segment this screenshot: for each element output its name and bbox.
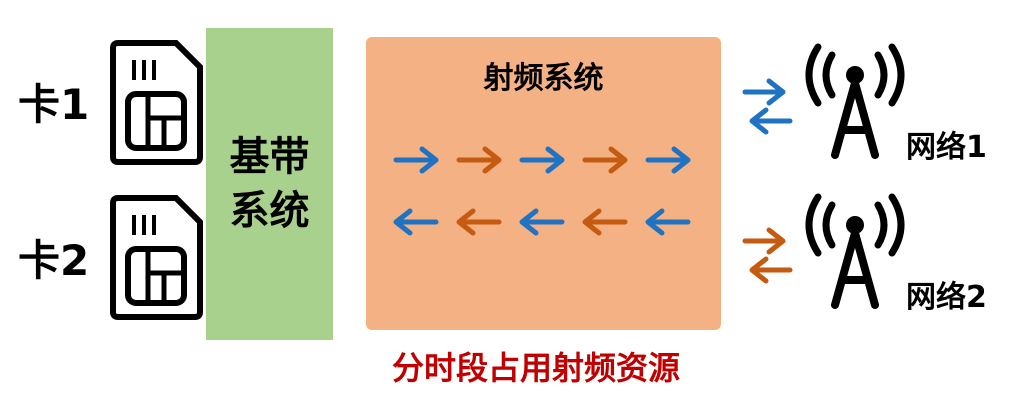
network-2-label: 网络2: [906, 280, 987, 315]
sim-card-2-icon: [110, 195, 203, 320]
arrow-right-icon: [456, 146, 502, 174]
rf-arrows-right: [393, 146, 691, 174]
card-2-label: 卡2: [18, 236, 90, 285]
baseband-label: 基带 系统: [206, 28, 333, 340]
rf-arrows-left: [393, 208, 691, 236]
rf-system-block: 射频系统: [366, 37, 721, 330]
arrow-left-icon: [582, 208, 628, 236]
network-1-label: 网络1: [906, 130, 987, 165]
arrow-left-icon: [456, 208, 502, 236]
arrow-right-icon: [742, 78, 786, 106]
card-1-label: 卡1: [18, 80, 90, 129]
arrow-left-icon: [519, 208, 565, 236]
arrow-left-icon: [749, 256, 793, 284]
arrow-right-icon: [582, 146, 628, 174]
sim-card-1-icon: [110, 40, 203, 165]
arrow-right-icon: [393, 146, 439, 174]
arrow-right-icon: [645, 146, 691, 174]
arrow-left-icon: [749, 107, 793, 135]
arrow-left-icon: [393, 208, 439, 236]
arrow-right-icon: [742, 227, 786, 255]
arrow-left-icon: [645, 208, 691, 236]
arrow-right-icon: [519, 146, 565, 174]
tower-2-icon: [805, 193, 905, 309]
baseband-label-line1: 基带: [229, 134, 310, 180]
tower-1-icon: [805, 43, 905, 159]
network-2-arrows: [742, 227, 793, 284]
baseband-block: 基带 系统: [206, 28, 333, 340]
caption: 分时段占用射频资源: [391, 349, 680, 387]
network-1-arrows: [742, 78, 793, 135]
baseband-label-line2: 系统: [229, 188, 310, 234]
rf-system-title: 射频系统: [483, 61, 604, 96]
